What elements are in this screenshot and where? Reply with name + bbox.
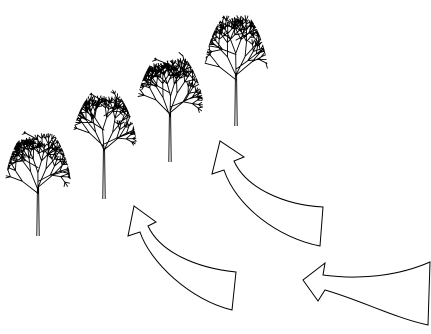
arrows-group [128, 141, 430, 325]
tree-3 [125, 44, 218, 162]
arrow-left [128, 206, 236, 310]
arrow-middle [212, 141, 323, 246]
tree-branches [0, 111, 90, 236]
tree-1 [0, 111, 90, 236]
arrow-right [303, 262, 430, 325]
tree-branches [125, 44, 218, 162]
